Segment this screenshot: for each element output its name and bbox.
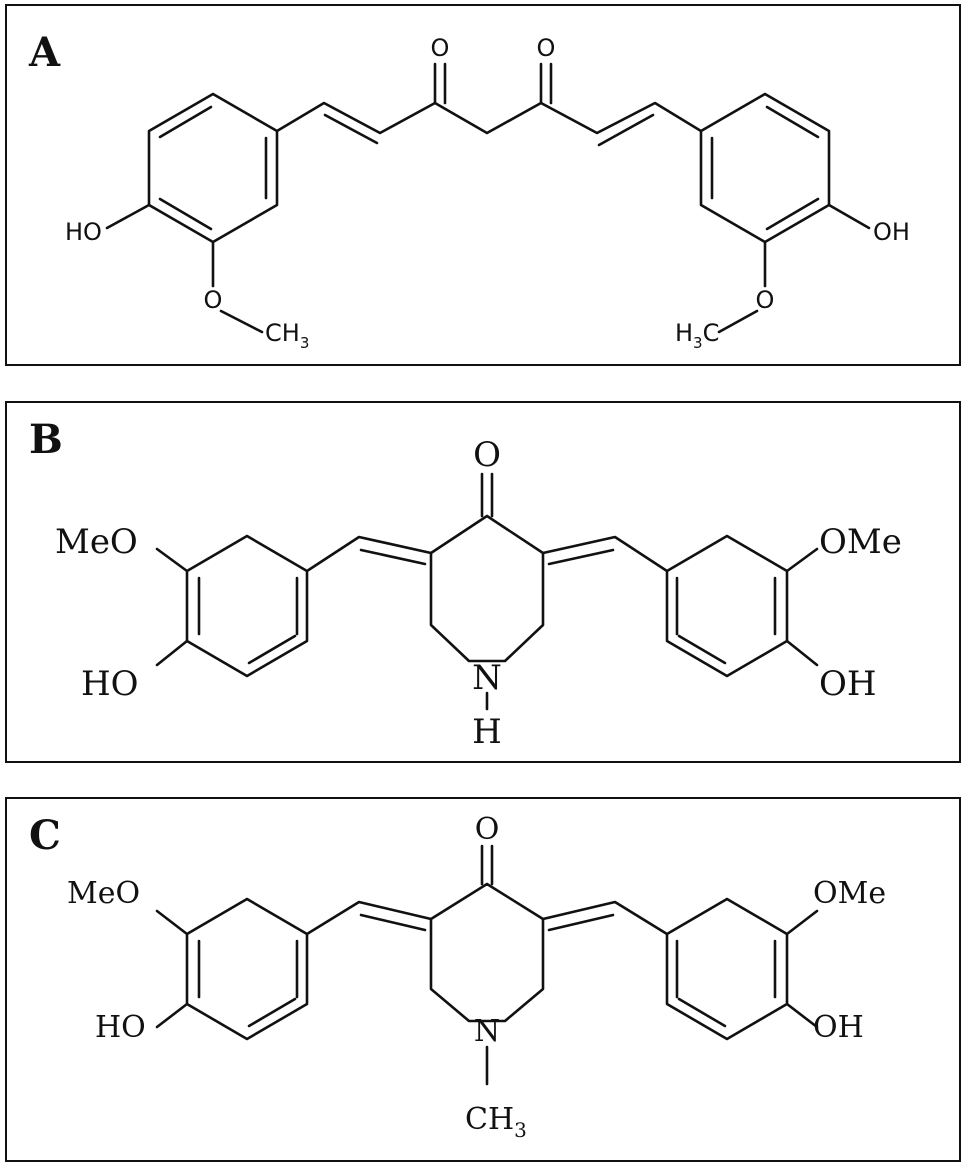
- left-ring: [185, 897, 309, 1041]
- panel-label: C: [29, 812, 61, 859]
- methyl-left-label: CH3: [265, 319, 309, 352]
- right-ring: [665, 534, 789, 678]
- carbonyl-oxygen-right: O: [537, 34, 556, 62]
- piperidinone-ring: [429, 844, 545, 1086]
- structure-c: C O MeO: [29, 812, 886, 1142]
- carbonyl-oxygen-left: O: [431, 34, 450, 62]
- hydroxyl-right-label: OH: [813, 1010, 864, 1045]
- structure-a: A O: [28, 29, 910, 352]
- hydroxyl-left-label: HO: [95, 1010, 146, 1045]
- panel-label: B: [29, 416, 63, 463]
- panel-b: B O MeO: [5, 401, 961, 763]
- n-methyl-label: CH3: [465, 1102, 527, 1142]
- methoxy-right-label: OMe: [813, 876, 886, 911]
- carbonyl-oxygen: O: [475, 812, 500, 847]
- left-ring: [185, 534, 309, 678]
- hydroxyl-right-label: OH: [819, 664, 877, 704]
- right-ring: [665, 897, 789, 1041]
- piperidinone-ring: [429, 472, 545, 711]
- structure-b: B O MeO: [29, 416, 902, 752]
- hydroxyl-right-label: OH: [873, 218, 910, 246]
- panel-c: C O MeO: [5, 797, 961, 1162]
- nitrogen-label: N: [472, 658, 502, 698]
- methoxy-left-label: MeO: [55, 522, 138, 562]
- right-ring: [699, 92, 831, 244]
- methoxy-left-label: MeO: [67, 876, 140, 911]
- panel-a: A O: [5, 4, 961, 366]
- panel-label: A: [28, 29, 61, 76]
- left-ring: [147, 92, 279, 244]
- hydroxyl-left-label: HO: [81, 664, 139, 704]
- hydroxyl-left-label: HO: [65, 218, 102, 246]
- ether-oxygen-left: O: [204, 286, 223, 314]
- ether-oxygen-right: O: [756, 286, 775, 314]
- nitrogen-label: N: [474, 1014, 500, 1049]
- heptadienone-chain: [275, 62, 703, 147]
- carbonyl-oxygen: O: [473, 435, 501, 475]
- methoxy-right-label: OMe: [819, 522, 902, 562]
- amine-hydrogen-label: H: [472, 712, 502, 752]
- methyl-right-label: H3C: [675, 319, 719, 352]
